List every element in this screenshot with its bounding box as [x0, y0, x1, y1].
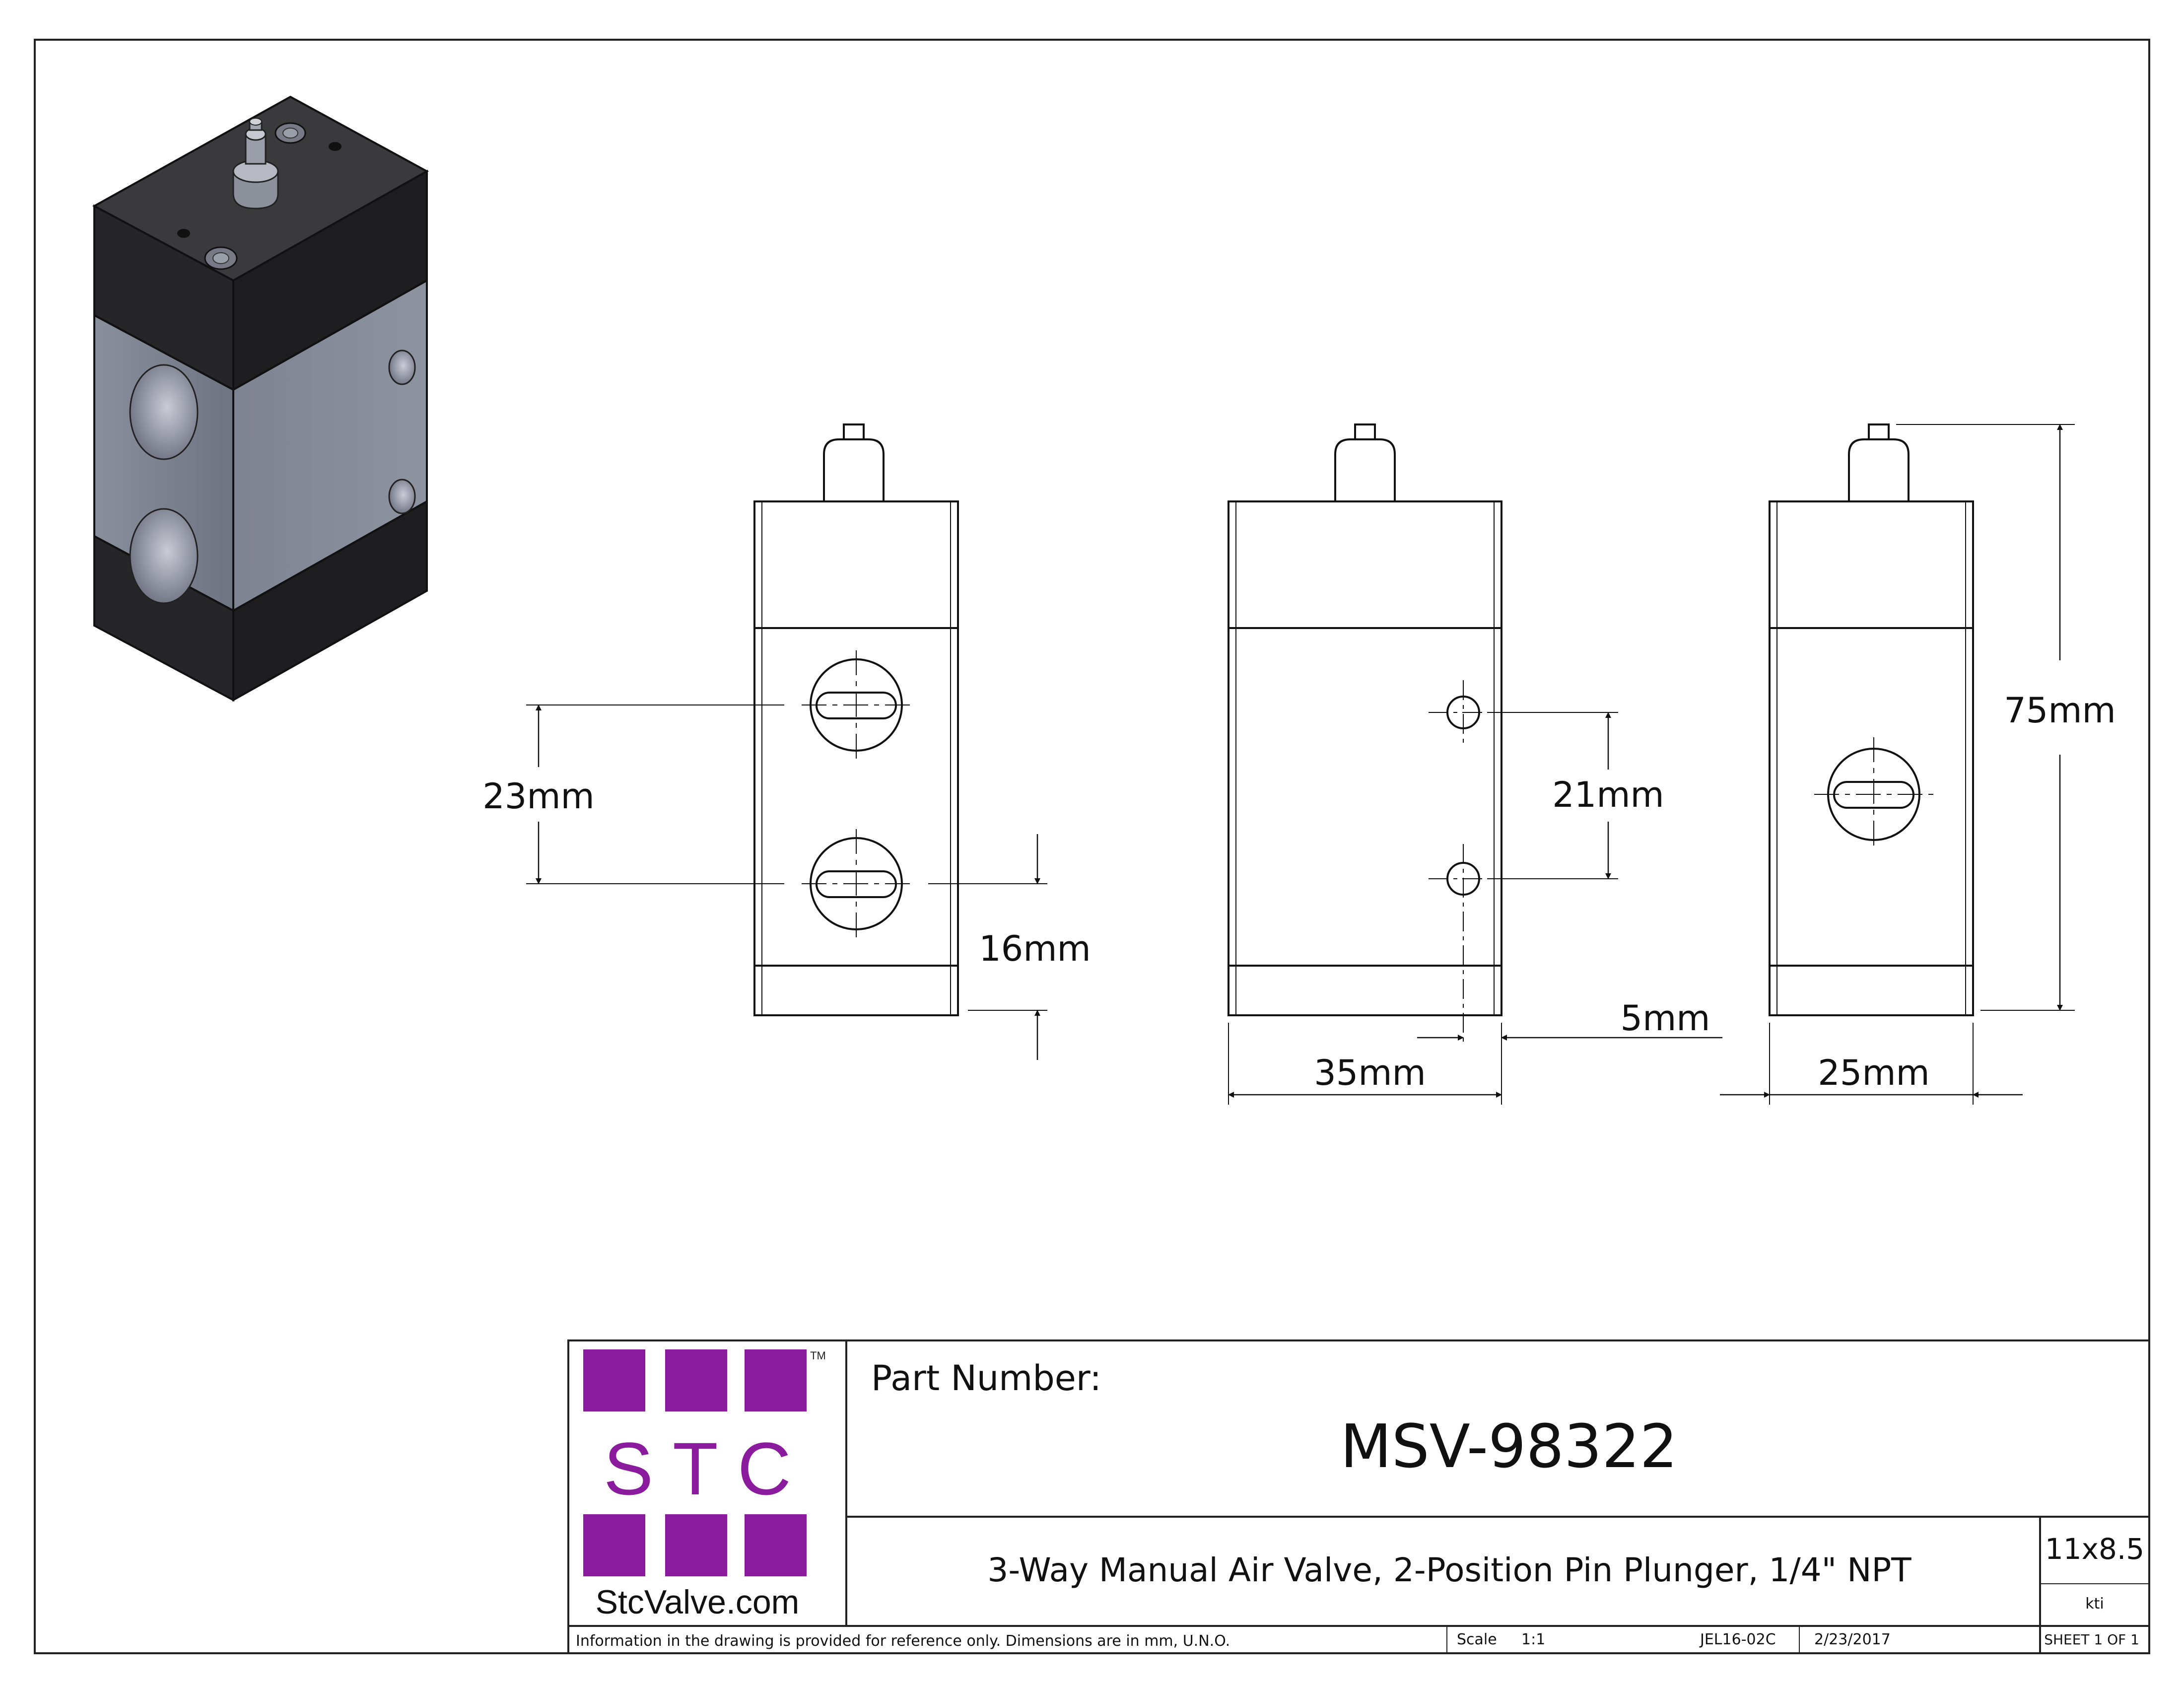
drawn-by: kti [2085, 1595, 2104, 1613]
side-view [1769, 423, 1974, 1016]
drawing-number: JEL16-02C [1699, 1631, 1776, 1648]
dim-label-16mm: 16mm [979, 928, 1091, 969]
scale-value: 1:1 [1521, 1631, 1545, 1648]
logo-trademark: TM [810, 1349, 826, 1362]
dim-label-75mm: 75mm [2004, 690, 2116, 731]
left-view-centerlines [526, 650, 1047, 1011]
part-number: MSV-98322 [1340, 1412, 1678, 1481]
part-number-label: Part Number: [871, 1358, 1101, 1399]
sheet-number: SHEET 1 OF 1 [2044, 1631, 2139, 1648]
stc-logo: TM S T C StcValve.com [583, 1349, 826, 1621]
part-description: 3-Way Manual Air Valve, 2-Position Pin P… [987, 1551, 1911, 1589]
logo-squares-bottom [583, 1514, 807, 1576]
title-block [567, 1339, 2150, 1654]
reference-note: Information in the drawing is provided f… [576, 1632, 1230, 1650]
isometric-view [92, 95, 429, 702]
drawing-date: 2/23/2017 [1814, 1631, 1891, 1648]
dim-label-23mm: 23mm [482, 776, 594, 817]
logo-letters: S T C [604, 1427, 791, 1510]
side-view-centerlines [1769, 424, 2075, 1105]
dim-label-5mm: 5mm [1621, 998, 1710, 1039]
scale-label: Scale [1457, 1631, 1497, 1648]
dim-label-25mm: 25mm [1818, 1053, 1929, 1093]
sheet-size: 11x8.5 [2045, 1532, 2144, 1566]
front-view-centerlines [1228, 680, 1618, 1105]
logo-website: StcValve.com [596, 1583, 800, 1621]
dim-label-35mm: 35mm [1314, 1053, 1426, 1093]
front-view [1228, 423, 1502, 1016]
dim-label-21mm: 21mm [1552, 774, 1664, 815]
logo-squares-top [583, 1349, 807, 1411]
